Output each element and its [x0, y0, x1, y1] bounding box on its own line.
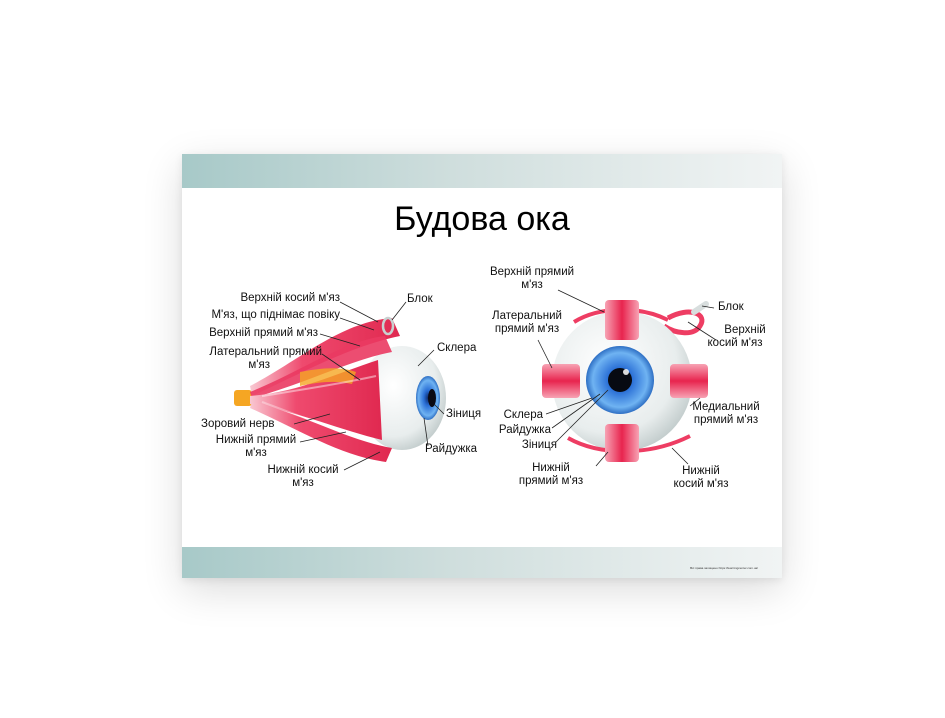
- side-leader-lines: [293, 301, 445, 471]
- label-lateral-rectus: Латеральний прямий м'яз: [209, 346, 322, 372]
- label-front-inferior-oblique-line1: Нижній: [682, 465, 720, 477]
- front-view-eye: [542, 300, 709, 462]
- label-front-superior-oblique-line1: Верхній: [724, 324, 766, 336]
- credit-text: Всі права захищено https://learningcente…: [690, 566, 758, 570]
- bottom-band: [182, 547, 782, 578]
- optic-nerve-shape: [234, 390, 252, 406]
- label-front-superior-oblique: Верхній косий м'яз: [700, 324, 770, 350]
- label-front-inferior-oblique: Нижній косий м'яз: [666, 465, 736, 491]
- side-pupil-shape: [428, 389, 436, 407]
- label-superior-oblique: Верхній косий м'яз: [240, 292, 340, 304]
- front-medial-rectus-shape: [670, 364, 708, 398]
- label-front-superior-rectus-line1: Верхній прямий: [489, 266, 575, 278]
- label-front-superior-oblique-line2: косий м'яз: [707, 337, 763, 349]
- label-front-superior-rectus: Верхній прямий м'яз: [484, 266, 580, 292]
- front-leader-lines: [537, 289, 717, 467]
- top-band: [182, 154, 782, 188]
- label-front-trochlea: Блок: [718, 301, 744, 313]
- label-front-inferior-rectus: Нижній прямий м'яз: [510, 462, 592, 488]
- side-trochlea-shape: [381, 316, 395, 336]
- front-superior-rectus-shape: [605, 300, 639, 340]
- label-pupil: Зіниця: [446, 408, 482, 420]
- label-superior-rectus: Верхній прямий м'яз: [209, 327, 318, 339]
- label-levator: М'яз, що піднімає повіку: [211, 309, 340, 321]
- label-front-iris: Райдужка: [498, 424, 551, 436]
- label-trochlea: Блок: [407, 293, 433, 305]
- front-inferior-rectus-shape: [605, 424, 639, 462]
- label-front-superior-rectus-line2: м'яз: [521, 279, 543, 291]
- label-inferior-rectus: Нижній прямий м'яз: [208, 434, 304, 460]
- label-inferior-oblique: Нижній косий м'яз: [258, 464, 348, 490]
- label-front-medial-rectus: Медиальний прямий м'яз: [688, 401, 764, 427]
- label-front-lateral-rectus-line1: Латеральний: [492, 310, 562, 322]
- label-optic-nerve: Зоровий нерв: [201, 418, 275, 430]
- label-front-lateral-rectus: Латеральний прямий м'яз: [484, 310, 570, 336]
- label-inferior-rectus-line1: Нижній прямий: [215, 434, 297, 446]
- label-inferior-oblique-line1: Нижній косий: [267, 464, 339, 476]
- label-front-pupil: Зіниця: [521, 439, 557, 451]
- label-front-lateral-rectus-line2: прямий м'яз: [494, 323, 560, 335]
- front-lateral-rectus-shape: [542, 364, 580, 398]
- label-lateral-rectus-line1: Латеральний прямий: [209, 346, 322, 358]
- label-front-sclera: Склера: [503, 409, 543, 421]
- label-iris: Райдужка: [425, 443, 478, 455]
- poster-title: Будова ока: [394, 200, 570, 238]
- label-inferior-oblique-line2: м'яз: [292, 477, 314, 489]
- label-front-medial-rectus-line2: прямий м'яз: [693, 414, 759, 426]
- label-front-medial-rectus-line1: Медиальний: [692, 401, 760, 413]
- label-sclera: Склера: [437, 342, 477, 354]
- side-view-eye: [234, 316, 446, 462]
- label-front-inferior-rectus-line2: прямий м'яз: [518, 475, 584, 487]
- label-lateral-rectus-line2: м'яз: [248, 359, 270, 371]
- inferior-muscle-shape: [250, 402, 392, 462]
- label-front-inferior-rectus-line1: Нижній: [532, 462, 570, 474]
- label-inferior-rectus-line2: м'яз: [245, 447, 267, 459]
- label-front-inferior-oblique-line2: косий м'яз: [673, 478, 729, 490]
- front-trochlea-shape: [691, 301, 709, 315]
